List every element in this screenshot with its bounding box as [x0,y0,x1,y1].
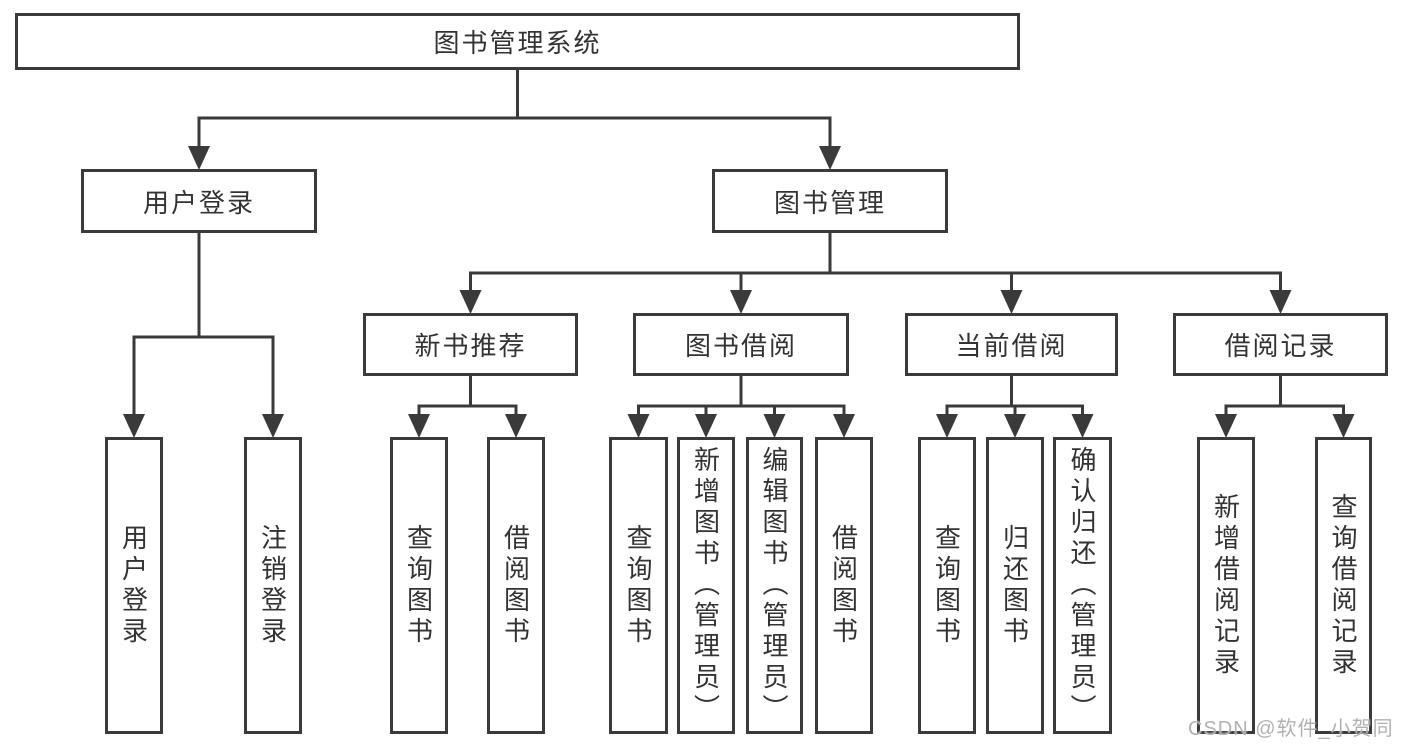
node-book-borrow: 图书借阅 [633,313,849,376]
arrowhead [1269,290,1292,314]
node-user-login-v: 用户登录 [105,437,163,734]
arrowhead [1000,290,1023,314]
arrowhead [833,414,855,438]
arrowhead [1071,414,1094,438]
node-return-book: 归还图书 [986,437,1044,734]
arrowhead [408,414,430,438]
node-current-borrow: 当前借阅 [905,313,1118,376]
arrowhead [262,414,284,438]
node-query-books-2: 查询图书 [609,437,668,734]
node-borrow-records: 借阅记录 [1173,313,1388,376]
arrowhead [936,414,958,438]
node-borrow-books-1: 借阅图书 [487,437,545,734]
node-borrow-books-2: 借阅图书 [815,437,873,734]
arrowhead [695,414,717,438]
arrowhead [730,290,752,314]
node-confirm-return-admin: 确认归还（管理员） [1053,437,1112,734]
arrowhead [1004,414,1026,438]
arrowhead [1215,414,1237,438]
node-system: 图书管理系统 [15,13,1020,70]
node-query-books-1: 查询图书 [390,437,448,734]
arrowhead [1332,414,1355,438]
node-new-book-rec: 新书推荐 [363,313,578,376]
arrowhead [763,414,786,438]
node-logout-v: 注销登录 [244,437,302,734]
watermark-text: CSDN @软件_小贺同学 [1188,718,1394,740]
arrowhead [505,414,527,438]
arrowhead [627,414,650,438]
node-add-book-admin: 新增图书（管理员） [677,437,735,734]
arrowhead [459,290,482,314]
node-add-borrow-record: 新增借阅记录 [1197,437,1255,734]
node-user-login: 用户登录 [81,169,317,233]
node-book-mgmt: 图书管理 [712,169,948,233]
node-query-books-3: 查询图书 [918,437,976,734]
arrowhead [188,146,210,170]
node-edit-book-admin: 编辑图书（管理员） [746,437,803,734]
arrowhead [123,414,145,438]
arrowhead [819,146,841,170]
node-query-borrow-record: 查询借阅记录 [1315,437,1372,734]
